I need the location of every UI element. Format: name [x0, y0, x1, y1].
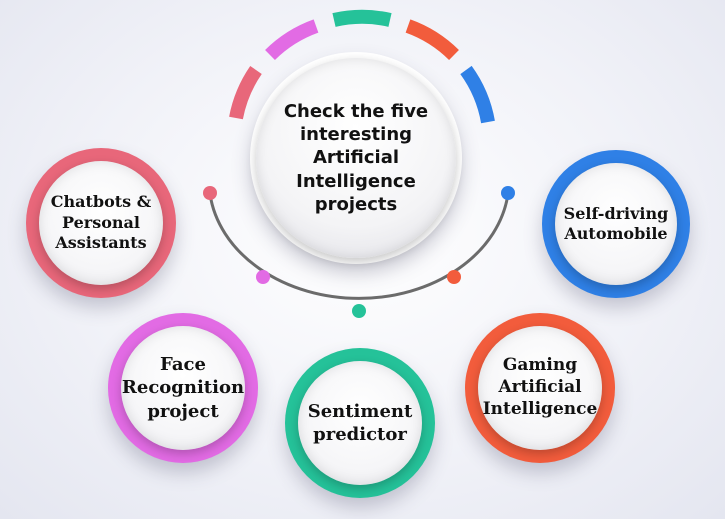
label-chatbots: Chatbots & Personal Assistants: [50, 192, 152, 253]
connector-dot-sentiment: [352, 304, 366, 318]
label-gaming: Gaming Artificial Intelligence: [482, 355, 598, 419]
node-gaming: Gaming Artificial Intelligence: [465, 313, 615, 463]
node-sentiment: Sentiment predictor: [285, 348, 435, 498]
connector-dot-self-driving: [501, 186, 515, 200]
center-node: Check the five interesting Artificial In…: [250, 52, 462, 264]
arc-segment-blue: [460, 65, 495, 124]
center-title: Check the five interesting Artificial In…: [283, 100, 429, 216]
node-face-recognition: Face Recognition project: [108, 313, 258, 463]
label-self-driving: Self-driving Automobile: [563, 203, 669, 243]
connector-dot-face-recognition: [256, 270, 270, 284]
connector-dot-chatbots: [203, 186, 217, 200]
node-self-driving: Self-driving Automobile: [542, 150, 690, 298]
connector-dot-gaming: [447, 270, 461, 284]
node-chatbots: Chatbots & Personal Assistants: [26, 148, 176, 298]
arc-segment-green: [332, 9, 392, 27]
label-face-recognition: Face Recognition project: [121, 354, 245, 422]
arc-segment-pink: [265, 19, 319, 61]
label-sentiment: Sentiment predictor: [307, 400, 413, 445]
arc-segment-orange: [405, 19, 459, 61]
connector-arc: [208, 193, 510, 300]
arc-segment-red: [229, 66, 262, 120]
